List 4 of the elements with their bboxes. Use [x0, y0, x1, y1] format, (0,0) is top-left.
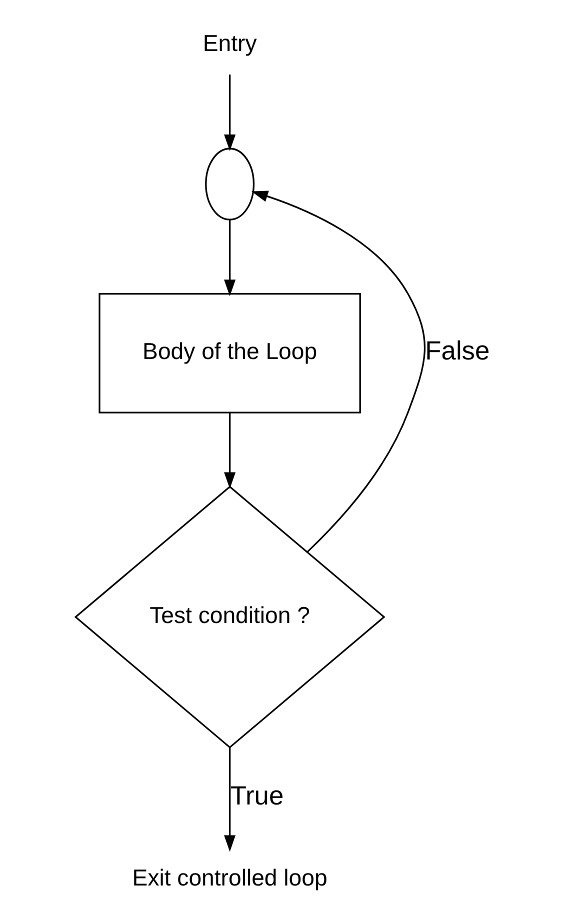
node-text: Exit controlled loop	[132, 864, 328, 890]
edge-label: False	[425, 335, 490, 366]
node-text: Entry	[202, 30, 257, 56]
edge-label: True	[230, 780, 284, 811]
